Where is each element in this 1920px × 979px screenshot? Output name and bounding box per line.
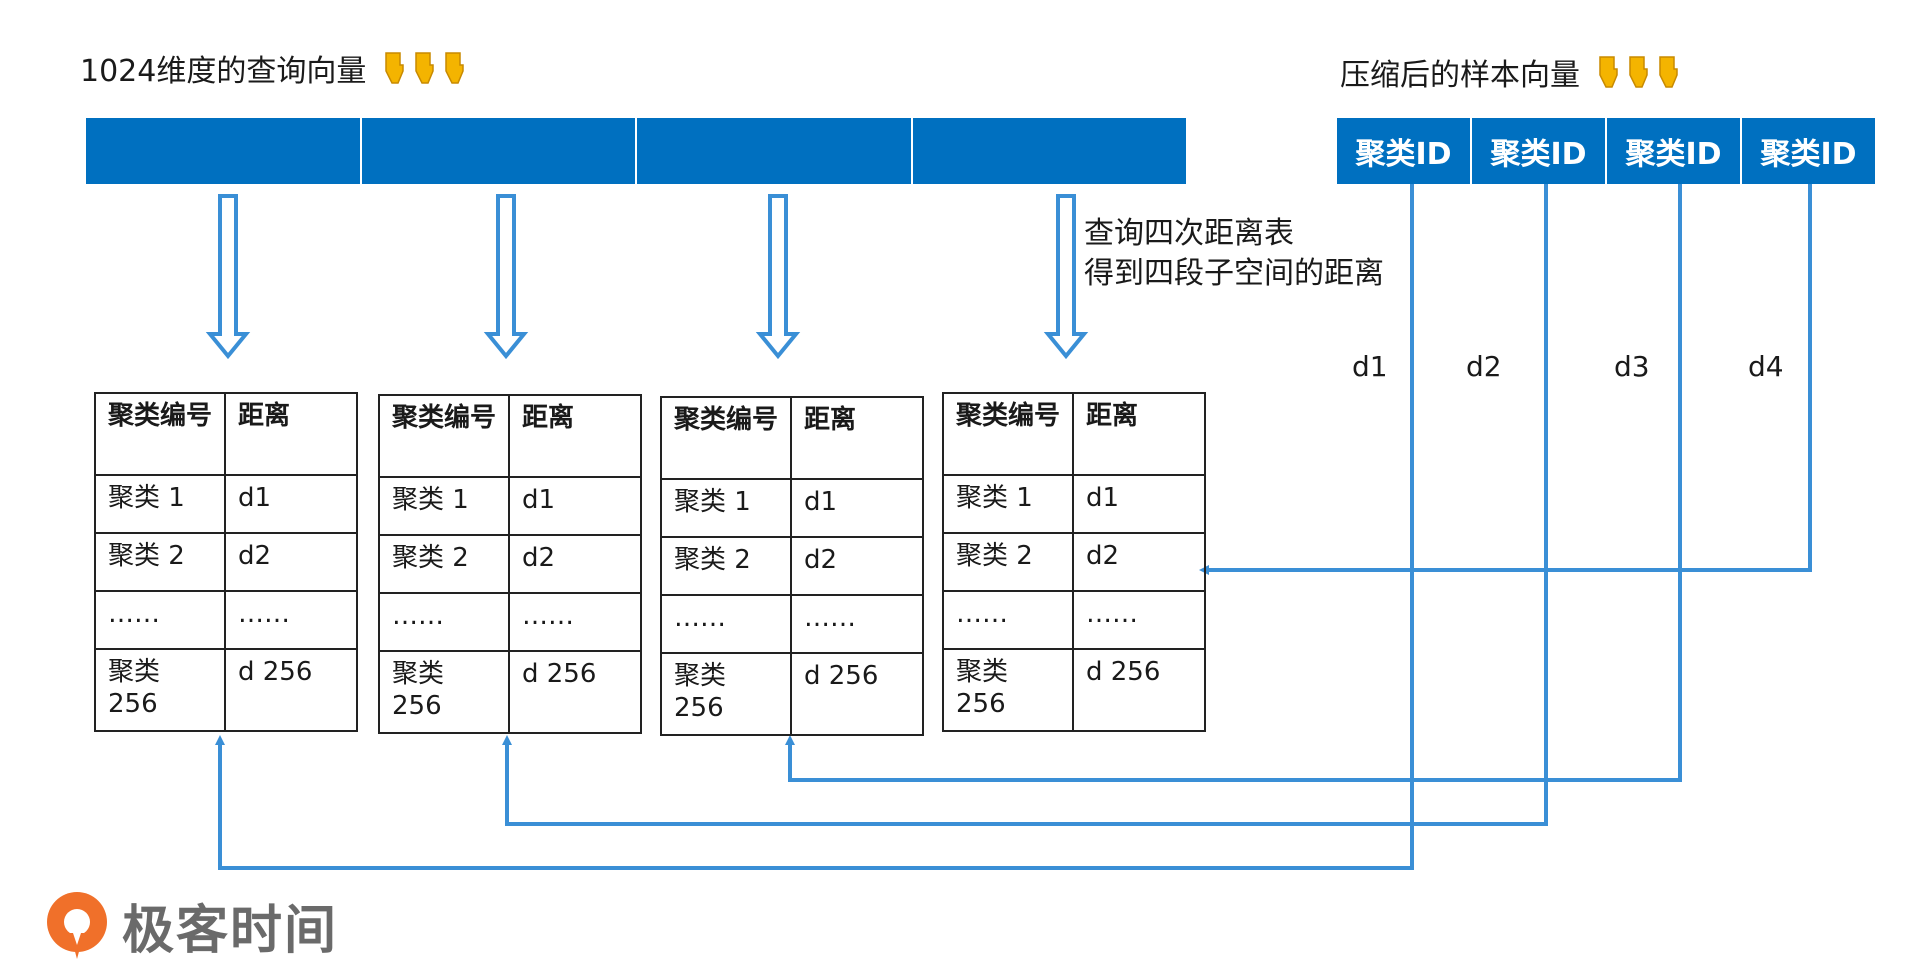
hollow-down-arrow [755,194,801,360]
header-cell: 距离 [790,396,924,480]
table-cell: d 256 [508,650,642,734]
table-cell: …… [224,590,358,650]
lookup-note: 查询四次距离表 得到四段子空间的距离 [1084,216,1384,291]
header-cell: 聚类编号 [94,392,226,476]
d-label: d3 [1614,350,1650,383]
table-cell: d2 [1072,532,1206,592]
table-cell: 聚类 1 [660,478,792,538]
table-cell: 聚类 256 [94,648,226,732]
hollow-down-arrow [205,194,251,360]
d-label: d2 [1466,350,1502,383]
table-cell: 聚类 1 [378,476,510,536]
query-segment [361,118,637,184]
table-cell: 聚类 256 [378,650,510,734]
query-segment [86,118,362,184]
hollow-down-arrow [483,194,529,360]
pointing-down-hand-icon [1628,56,1648,88]
header-cell: 距离 [224,392,358,476]
header-cell: 距离 [1072,392,1206,476]
link-d2 [502,184,1548,826]
pointing-down-hand-icon [1598,56,1618,88]
link-d3 [785,184,1682,782]
table-cell: d1 [790,478,924,538]
table-cell: d1 [508,476,642,536]
pointing-down-hand-icon [385,52,404,84]
table-cell: …… [1072,590,1206,650]
pointing-down-hand-icon [445,52,464,84]
table-cell: …… [94,590,226,650]
table-cell: …… [508,592,642,652]
pointing-down-hand-icon [415,52,434,84]
table-cell: d2 [790,536,924,596]
hollow-down-arrow [1043,194,1089,360]
table-cell: d 256 [224,648,358,732]
table-cell: d 256 [790,652,924,736]
table-cell: …… [660,594,792,654]
table-cell: 聚类 1 [942,474,1074,534]
sample-vector-title: 压缩后的样本向量 [1340,50,1680,94]
sample-cluster-id: 聚类ID [1337,118,1472,184]
table-cell: 聚类 2 [94,532,226,592]
header-cell: 聚类编号 [942,392,1074,476]
table-cell: …… [378,592,510,652]
d-label: d1 [1352,350,1388,383]
table-cell: 聚类 2 [942,532,1074,592]
query-vector-bar [86,118,1186,184]
table-cell: 聚类 256 [660,652,792,736]
query-vector-title: 1024维度的查询向量 [80,46,466,90]
table-cell: d2 [224,532,358,592]
table-cell: 聚类 1 [94,474,226,534]
query-segment [637,118,913,184]
table-cell: d1 [1072,474,1206,534]
geektime-logo-icon [47,891,107,959]
sample-vector-bar: 聚类ID 聚类ID 聚类ID 聚类ID [1337,118,1875,184]
table-cell: 聚类 2 [660,536,792,596]
d-label: d4 [1748,350,1784,383]
sample-cluster-id: 聚类ID [1742,118,1875,184]
query-segment [912,118,1186,184]
table-cell: d1 [224,474,358,534]
sample-cluster-id: 聚类ID [1607,118,1742,184]
header-cell: 距离 [508,394,642,478]
link-d1 [215,184,1414,870]
table-cell: d 256 [1072,648,1206,732]
table-cell: …… [790,594,924,654]
table-cell: d2 [508,534,642,594]
brand-logo: 极客时间 [44,888,338,963]
table-cell: …… [942,590,1074,650]
table-cell: 聚类 2 [378,534,510,594]
link-d4 [1199,184,1812,575]
pointing-down-hand-icon [1658,56,1678,88]
table-cell: 聚类 256 [942,648,1074,732]
sample-cluster-id: 聚类ID [1472,118,1607,184]
brand-name: 极客时间 [122,901,339,961]
header-cell: 聚类编号 [378,394,510,478]
header-cell: 聚类编号 [660,396,792,480]
